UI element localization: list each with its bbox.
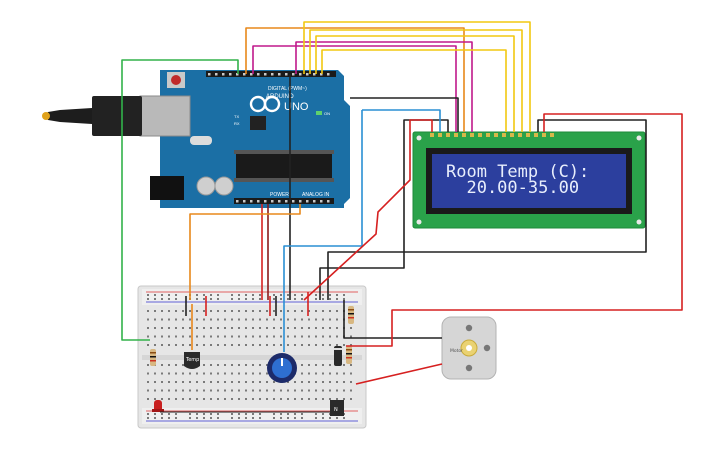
wire-black-1 (350, 97, 459, 132)
usb-chip (250, 116, 266, 130)
arduino-board: ARDUINO UNO DIGITAL (PWM~) POWER ANALOG … (42, 70, 350, 208)
wire-orange-top (245, 27, 465, 132)
power-analog-header (234, 198, 334, 204)
capacitor-2 (214, 176, 234, 196)
arduino-logo: ARDUINO (249, 94, 294, 113)
arduino-logo-text: ARDUINO (266, 94, 294, 100)
rx-led-label: RX (234, 121, 240, 126)
lcd-line-1: Room Temp (C): (446, 162, 589, 182)
wires (121, 21, 683, 413)
temp-sensor-label: Temp (185, 357, 199, 363)
capacitor-1 (196, 176, 216, 196)
resistor-1 (150, 349, 156, 366)
wire-black-2 (319, 119, 449, 300)
board-model: UNO (284, 101, 309, 113)
wire-black-motor (343, 300, 442, 339)
diode (334, 346, 342, 366)
usb-cable-plug (92, 96, 142, 136)
atmega-chip (236, 154, 332, 178)
wire-yellow-2 (309, 29, 523, 132)
red-led (152, 400, 164, 412)
wire-magenta-2 (295, 41, 473, 132)
usb-cable (44, 108, 92, 124)
wire-black-3 (327, 119, 647, 300)
wire-red-2 (346, 113, 683, 347)
tx-led-label: TX (234, 114, 239, 119)
dc-motor: Motor (441, 316, 497, 380)
analog-pins-label: ANALOG IN (302, 192, 330, 198)
temperature-sensor: Temp (184, 352, 200, 369)
on-led (316, 111, 322, 115)
crystal (190, 136, 212, 145)
lcd-line-2: 20.00-35.00 (446, 178, 579, 198)
wire-yellow-1 (303, 21, 531, 132)
wire-blue-2 (283, 110, 363, 352)
motor-label: Motor (450, 348, 463, 354)
lcd-display: Room Temp (C): 20.00-35.00 (412, 131, 646, 229)
usb-connector (139, 95, 191, 137)
resistor-3 (346, 346, 352, 364)
wire-blue-1 (362, 109, 441, 132)
wire-green (121, 59, 239, 341)
wire-red-motor (355, 363, 443, 385)
digital-pins-label: DIGITAL (PWM~) (268, 86, 307, 92)
reset-button-cap[interactable] (171, 75, 181, 85)
wire-orange-analog (189, 204, 301, 300)
n-transistor: N (330, 400, 344, 416)
usb-cable-end (42, 112, 50, 120)
potentiometer[interactable] (267, 353, 297, 383)
wire-yellow-4 (321, 49, 507, 132)
wire-magenta-1 (252, 45, 457, 132)
power-jack (150, 176, 184, 200)
wire-yellow-3 (315, 35, 515, 132)
transistor-label: N (334, 407, 338, 413)
power-pins-label: POWER (270, 192, 289, 198)
resistor-2 (348, 306, 354, 324)
on-led-label: ON (324, 111, 330, 116)
wire-red-1 (303, 119, 433, 301)
